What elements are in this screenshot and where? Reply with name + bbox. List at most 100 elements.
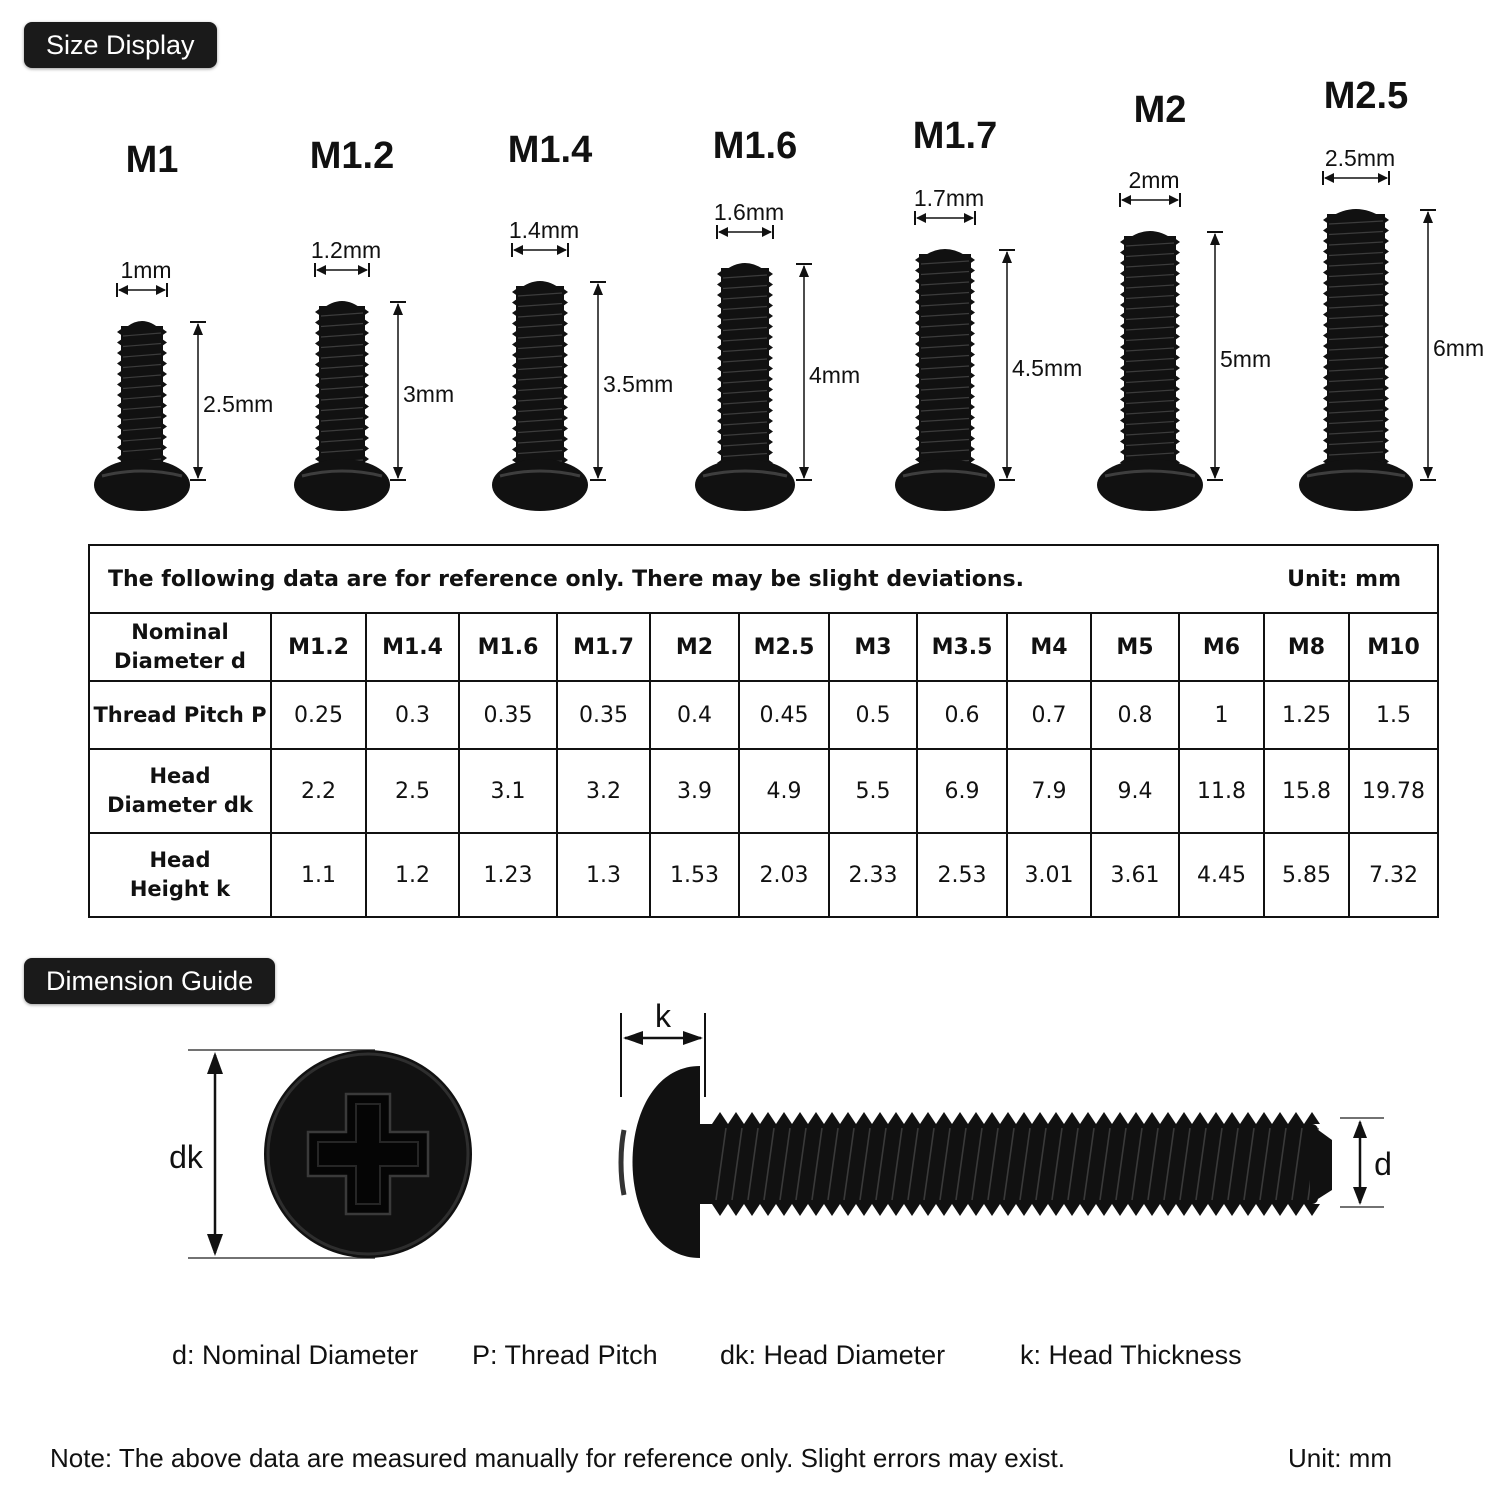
table-cell: 1.1 [270, 832, 367, 918]
column-header: M1.6 [458, 612, 558, 682]
column-header: M1.2 [270, 612, 367, 682]
screw-body [1323, 209, 1389, 482]
dimension-guide-badge: Dimension Guide [24, 958, 276, 1004]
length-arrow [999, 249, 1015, 481]
spec-table: The following data are for reference onl… [87, 544, 1440, 918]
table-notice: The following data are for reference onl… [108, 566, 1025, 592]
legend-head-thickness: k: Head Thickness [1020, 1340, 1242, 1370]
table-cell: 3.1 [458, 748, 558, 834]
screw-body [315, 301, 369, 482]
table-cell: 1.53 [649, 832, 740, 918]
screw-body [1120, 231, 1180, 482]
table-cell: 3.2 [556, 748, 651, 834]
screw-diameter-label: 1.7mm [914, 185, 984, 211]
length-arrow [390, 301, 406, 481]
screw-size-label: M1.2 [310, 135, 394, 177]
table-cell: 9.4 [1090, 748, 1180, 834]
size-display-title: Size Display [46, 30, 195, 60]
table-cell: 5.5 [828, 748, 918, 834]
row-label-line: Thread Pitch P [93, 702, 267, 727]
diameter-arrow [116, 283, 168, 297]
screw-size-label: M1.6 [713, 125, 797, 167]
column-header: M1.4 [365, 612, 460, 682]
diameter-arrow [914, 211, 976, 225]
length-arrow [190, 321, 206, 481]
legend-head-diameter: dk: Head Diameter [720, 1340, 946, 1370]
table-cell: 4.45 [1178, 832, 1265, 918]
screw-diameter-label: 2mm [1128, 167, 1179, 193]
screw-body [512, 281, 568, 482]
screw-size-label: M2.5 [1324, 75, 1408, 117]
table-cell: 2.53 [916, 832, 1008, 918]
table-cell: 1.23 [458, 832, 558, 918]
diameter-arrow [314, 263, 370, 277]
column-header: M8 [1263, 612, 1350, 682]
table-cell: 1.25 [1263, 680, 1350, 750]
table-cell: 0.35 [458, 680, 558, 750]
table-notice-row: The following data are for reference onl… [87, 544, 1440, 614]
screw-diameter-label: 1.2mm [311, 237, 381, 263]
table-cell: 0.4 [649, 680, 740, 750]
table-cell: 1.3 [556, 832, 651, 918]
table-cell: 0.6 [916, 680, 1008, 750]
dimension-guide-drawings: dk k d [169, 998, 1392, 1259]
table-cell: 19.78 [1347, 748, 1440, 834]
table-cell: 2.2 [270, 748, 367, 834]
length-arrow [1207, 231, 1223, 481]
column-header: M3 [828, 612, 918, 682]
column-header: M5 [1090, 612, 1180, 682]
length-arrow [590, 281, 606, 481]
row-label-line: Diameter dk [107, 793, 253, 817]
table-cell: 4.9 [738, 748, 830, 834]
screw-diameter-label: 2.5mm [1325, 145, 1395, 171]
screw-diameter-label: 1mm [120, 257, 171, 283]
column-header: M1.7 [556, 612, 651, 682]
size-display-badge: Size Display [24, 22, 217, 68]
screw-length-label: 3mm [403, 381, 454, 407]
table-cell: 2.03 [738, 832, 830, 918]
screw-head [1097, 459, 1203, 511]
table-cell: 15.8 [1263, 748, 1350, 834]
screw-item: M2 2mm 5mm [1097, 89, 1271, 511]
column-header: M2.5 [738, 612, 830, 682]
screw-head [1299, 459, 1413, 511]
table-cell: 1.2 [365, 832, 460, 918]
table-cell: 2.5 [365, 748, 460, 834]
length-arrow [796, 263, 812, 481]
screw-head-top-view: dk [169, 1049, 472, 1259]
screw-head [294, 459, 390, 511]
column-header: M2 [649, 612, 740, 682]
screw-head [895, 459, 995, 511]
column-header: M3.5 [916, 612, 1008, 682]
screw-body [117, 321, 167, 482]
column-header: M10 [1347, 612, 1440, 682]
table-cell: 0.35 [556, 680, 651, 750]
table-cell: 0.8 [1090, 680, 1180, 750]
table-cell: 7.9 [1006, 748, 1092, 834]
table-cell: 0.25 [270, 680, 367, 750]
table-cell: 3.01 [1006, 832, 1092, 918]
footer-note: Note: The above data are measured manual… [50, 1443, 1065, 1473]
screw-diameter-label: 1.4mm [509, 217, 579, 243]
k-label: k [655, 998, 672, 1034]
table-cell: 11.8 [1178, 748, 1265, 834]
screw-length-label: 4.5mm [1012, 355, 1082, 381]
table-cell: 5.85 [1263, 832, 1350, 918]
row-label-line: Head [149, 848, 211, 872]
screw-size-label: M2 [1134, 89, 1187, 131]
table-cell: 0.45 [738, 680, 830, 750]
screw-length-label: 4mm [809, 362, 860, 388]
screw-length-label: 5mm [1220, 346, 1271, 372]
row-label-line: Head [149, 764, 211, 788]
diameter-arrow [511, 243, 569, 257]
table-cell: 1 [1178, 680, 1265, 750]
